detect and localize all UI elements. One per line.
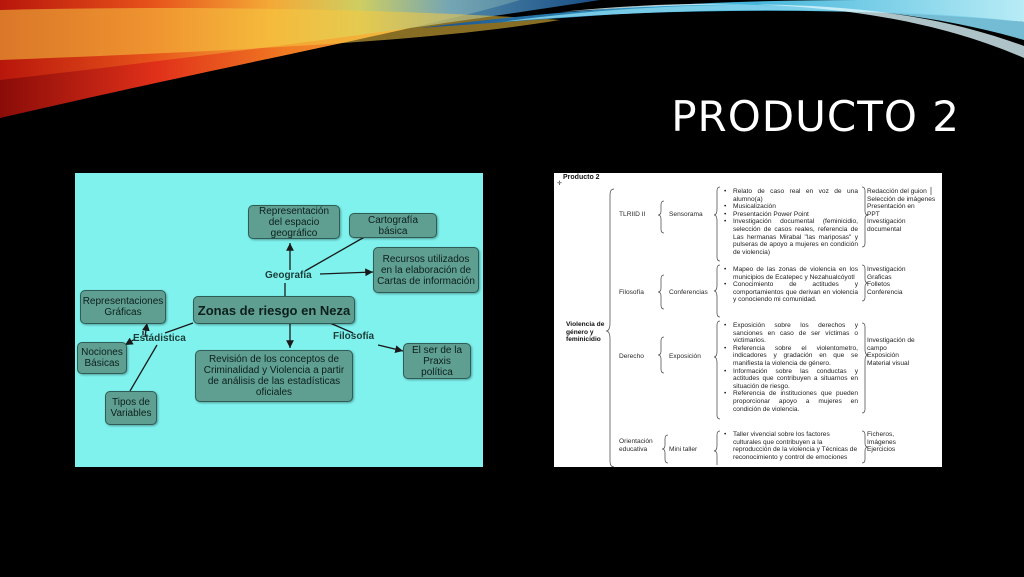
row-3-item: Información sobre las conductas y actitu…: [724, 368, 858, 391]
row-1-item: Presentación Power Point: [724, 211, 858, 219]
row-1-item: Relato de caso real en voz de una alumno…: [724, 188, 858, 203]
row-3-item: Referencia de instituciones que pueden p…: [724, 390, 858, 413]
row-3-area: Derecho: [619, 353, 644, 360]
row-3-product: Investigación de campo: [867, 337, 915, 352]
row-3-product: Exposición: [867, 352, 899, 360]
label-geografia: Geografía: [265, 270, 312, 281]
row-3-product: Material visual: [867, 359, 910, 367]
table-braces: [605, 186, 932, 467]
node-representacion-espacio: Representación del espacio geográfico: [248, 205, 340, 239]
root-topic: Violencia de género y feminicidio: [566, 321, 605, 344]
node-zonas-de-riesgo: Zonas de riesgo en Neza: [193, 296, 355, 324]
row-2-product: Investigación: [867, 266, 906, 273]
row-2-product: Folletos: [867, 281, 891, 289]
row-4-product: Imágenes: [867, 438, 896, 446]
row-1-product: Presentación en PPT: [867, 203, 915, 218]
row-1-product: Selección de imágenes: [867, 195, 936, 203]
row-3-item: Referencia sobre el violentometro, indic…: [724, 345, 858, 368]
row-4-activity: Mini taller: [669, 446, 698, 453]
row-1-products: Redacción del guion Selección de imágene…: [867, 188, 936, 234]
node-representaciones-graficas: Representaciones Gráficas: [80, 290, 166, 324]
node-ser-praxis-politica: El ser de la Praxis política: [403, 343, 471, 379]
row-2-activity: Conferencias: [669, 289, 708, 296]
decorative-ribbon-banner: [0, 0, 1024, 118]
row-3-products: Investigación de campo Exposición Materi…: [867, 337, 927, 367]
node-tipos-de-variables: Tipos de Variables: [105, 391, 157, 425]
row-2-area: Filosofía: [619, 289, 644, 296]
row-4-item: Taller vivencial sobre los factores cult…: [724, 431, 858, 461]
row-2-product: Conferencia: [867, 288, 903, 296]
row-1-product: Redacción del guion: [867, 188, 927, 195]
node-recursos-utilizados: Recursos utilizados en la elaboración de…: [373, 247, 479, 293]
row-3-activity: Exposición: [669, 353, 701, 360]
row-4-items: Taller vivencial sobre los factores cult…: [724, 431, 858, 461]
row-2-item: Mapeo de las zonas de violencia en los m…: [724, 266, 858, 281]
row-1-item: Investigación documental (feminicidio, s…: [724, 218, 858, 256]
row-3-items: Exposición sobre los derechos y sancione…: [724, 322, 858, 413]
table-document-image: Producto 2 ✛ Violencia de género y femin…: [554, 173, 942, 467]
row-2-product: Graficas: [867, 273, 892, 281]
row-4-area: Orientación educativa: [619, 438, 653, 453]
label-estadistica: Estádistica: [133, 333, 186, 344]
table-heading: Producto 2: [563, 174, 600, 181]
row-1-item: Musicalización: [724, 203, 858, 211]
row-3-item: Exposición sobre los derechos y sancione…: [724, 322, 858, 345]
slide-title: PRODUCTO 2: [671, 92, 960, 141]
row-1-items: Relato de caso real en voz de una alumno…: [724, 188, 858, 256]
concept-map-connectors: [124, 230, 404, 392]
node-nociones-basicas: Nociones Básicas: [77, 342, 127, 374]
row-4-products: Ficheros, Imágenes Ejercicios: [867, 431, 923, 454]
row-1-activity: Sensorama: [669, 211, 703, 218]
row-4-product: Ejercicios: [867, 446, 896, 454]
row-2-items: Mapeo de las zonas de violencia en los m…: [724, 266, 858, 304]
row-1-area: TLRIID II: [619, 211, 646, 218]
node-revision-conceptos: Revisión de los conceptos de Criminalida…: [195, 350, 353, 402]
row-2-item: Conocimiento de actitudes y comportamien…: [724, 281, 858, 304]
row-4-product: Ficheros,: [867, 431, 895, 438]
label-filosofia: Filosofía: [333, 331, 375, 342]
node-cartografia-basica: Cartografía básica: [349, 213, 437, 238]
row-1-product: Investigación documental: [867, 218, 906, 233]
concept-map-image: Representación del espacio geográfico Ca…: [75, 173, 483, 467]
move-handle-icon: ✛: [557, 181, 563, 187]
row-2-products: Investigación Graficas Folletos Conferen…: [867, 266, 923, 296]
